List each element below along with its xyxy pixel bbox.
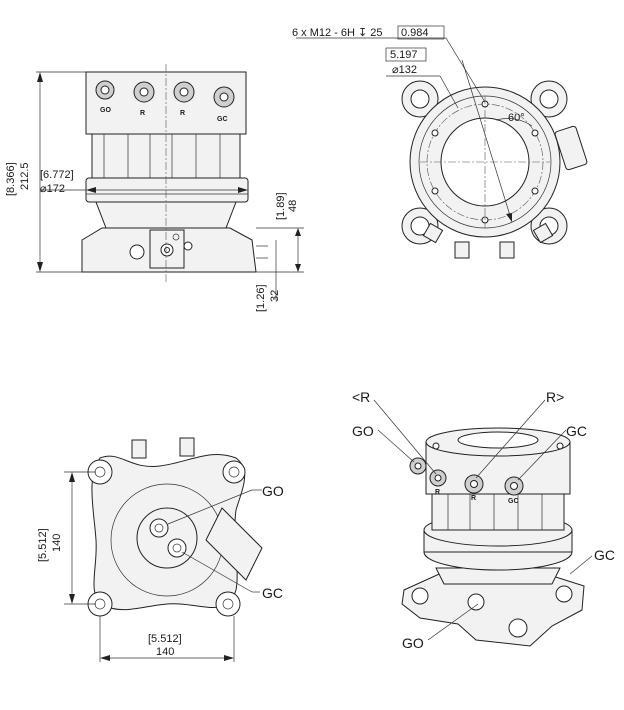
bottom-height-mm: 140 [51,534,63,552]
iso-port-label-r2: R [471,495,476,502]
bottom-view: GO GC [5.512] 140 [5.512] 140 [37,437,284,662]
side-port-go [95,80,115,100]
side-port-r2 [173,81,195,103]
side-base-h-mm: 48 [287,200,299,212]
iso-label-gc-side: GC [594,547,615,563]
iso-label-r-right: R> [546,389,564,405]
top-view: 6 x M12 - 6H ↧ 25 0.984 5.197 ⌀132 60° [292,25,588,259]
side-port-label-go: GO [100,107,111,114]
side-flange-h-mm: 32 [269,290,281,302]
top-angle: 60° [508,112,525,124]
bottom-height-in: [5.512] [37,528,49,562]
iso-port-label-r1: R [435,489,440,496]
side-port-label-r2: R [180,110,185,117]
side-height-mm: 212.5 [19,162,31,190]
top-pcd-mm: ⌀132 [392,64,417,76]
iso-port-label-gc: GC [508,498,519,505]
top-thread-callout: 6 x M12 - 6H ↧ 25 [292,27,383,39]
iso-view: R R GC <R GO R> GC GC GO [352,389,615,651]
side-view: GO R R GC [8.366] 212. [5,64,304,312]
iso-label-gc-top: GC [566,423,587,439]
iso-label-r-left: <R [352,389,370,405]
side-base-h-in: [1.89] [275,192,287,220]
top-thread-depth-in: 0.984 [401,27,429,39]
bottom-width-mm: 140 [156,646,174,658]
side-flange-h-in: [1.26] [255,284,267,312]
side-diameter-mm: ⌀172 [40,183,65,195]
iso-label-go-bottom: GO [402,635,424,651]
bottom-center-disc [136,507,198,569]
iso-label-go-top: GO [352,423,374,439]
side-diameter-in: [6.772] [40,169,74,181]
bottom-label-gc: GC [262,585,283,601]
side-port-r1 [133,81,155,103]
iso-columns [431,493,565,531]
side-port-gc [213,86,235,108]
bottom-width-in: [5.512] [148,633,182,645]
side-height-in: [8.366] [5,162,17,196]
bottom-label-go: GO [262,483,284,499]
side-port-label-gc: GC [217,116,228,123]
side-port-label-r1: R [140,110,145,117]
top-pcd-in: 5.197 [390,49,418,61]
